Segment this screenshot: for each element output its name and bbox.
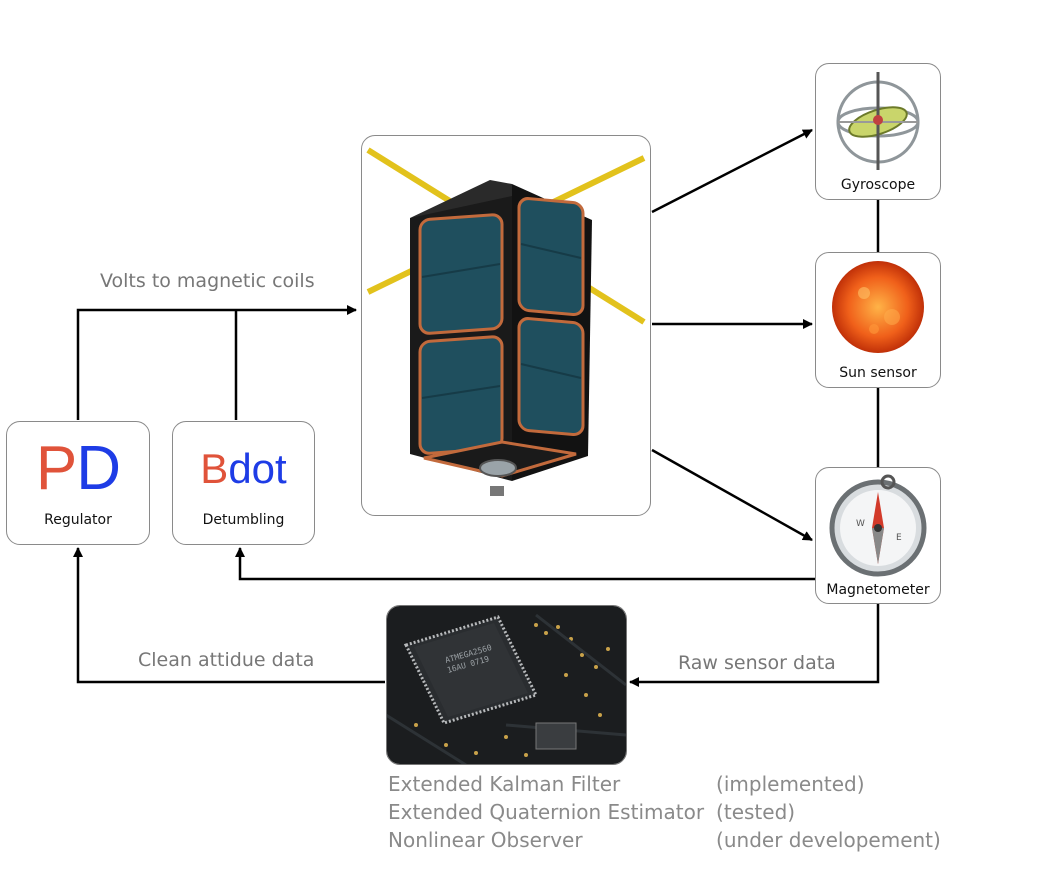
- sat-to-gyro-arrow: [651, 128, 813, 214]
- estimator-status: (implemented): [716, 772, 865, 796]
- estimator-row: Nonlinear Observer (under developement): [388, 826, 949, 854]
- raw-data-arrow: [629, 604, 880, 687]
- gyroscope-icon: [836, 72, 920, 170]
- detumbling-box: Bdot Detumbling: [172, 421, 315, 545]
- mag-to-bdot-arrow: [235, 547, 815, 581]
- estimator-name: Extended Quaternion Estimator: [388, 800, 705, 824]
- estimator-name: Extended Kalman Filter: [388, 772, 621, 796]
- volts-label: Volts to magnetic coils: [100, 270, 315, 292]
- raw-data-label: Raw sensor data: [678, 652, 836, 674]
- cubesat-icon: [366, 147, 646, 496]
- estimator-list: Extended Kalman Filter (implemented) Ext…: [388, 770, 949, 854]
- gyroscope-box: Gyroscope: [815, 63, 941, 200]
- magnetometer-box: W E Magnetometer: [815, 467, 941, 604]
- estimator-status: (under developement): [716, 828, 941, 852]
- regulator-box: PD Regulator: [6, 421, 150, 545]
- detumbling-label: Detumbling: [202, 512, 285, 528]
- satellite-box: [361, 135, 651, 516]
- volts-line: [76, 305, 357, 420]
- bdot-prefix: B: [200, 445, 229, 492]
- gyroscope-label: Gyroscope: [840, 177, 916, 193]
- sun-sensor-box: Sun sensor: [815, 252, 941, 388]
- regulator-label: Regulator: [44, 512, 112, 528]
- sat-to-mag-arrow: [651, 448, 813, 542]
- bdot-logo: Bdot: [173, 446, 314, 492]
- magnetometer-label: Magnetometer: [826, 582, 930, 598]
- bdot-suffix: dot: [228, 445, 287, 492]
- clean-data-label: Clean attidue data: [138, 649, 315, 671]
- compass-icon: W E: [829, 474, 927, 577]
- estimator-row: Extended Kalman Filter (implemented): [388, 770, 949, 798]
- svg-text:W: W: [856, 519, 865, 529]
- processor-box: ATMEGA2560 16AU 0719: [386, 605, 627, 765]
- estimator-row: Extended Quaternion Estimator (tested): [388, 798, 949, 826]
- sun-icon: [832, 261, 924, 353]
- sun-sensor-label: Sun sensor: [839, 365, 917, 381]
- microcontroller-board-icon: ATMEGA2560 16AU 0719: [387, 606, 626, 764]
- clean-data-arrow: [73, 547, 385, 684]
- estimator-status: (tested): [716, 800, 796, 824]
- pd-letter-d: D: [76, 434, 121, 503]
- pd-letter-p: P: [35, 434, 77, 503]
- pd-logo: PD: [7, 436, 149, 502]
- svg-text:E: E: [896, 533, 902, 543]
- estimator-name: Nonlinear Observer: [388, 828, 583, 852]
